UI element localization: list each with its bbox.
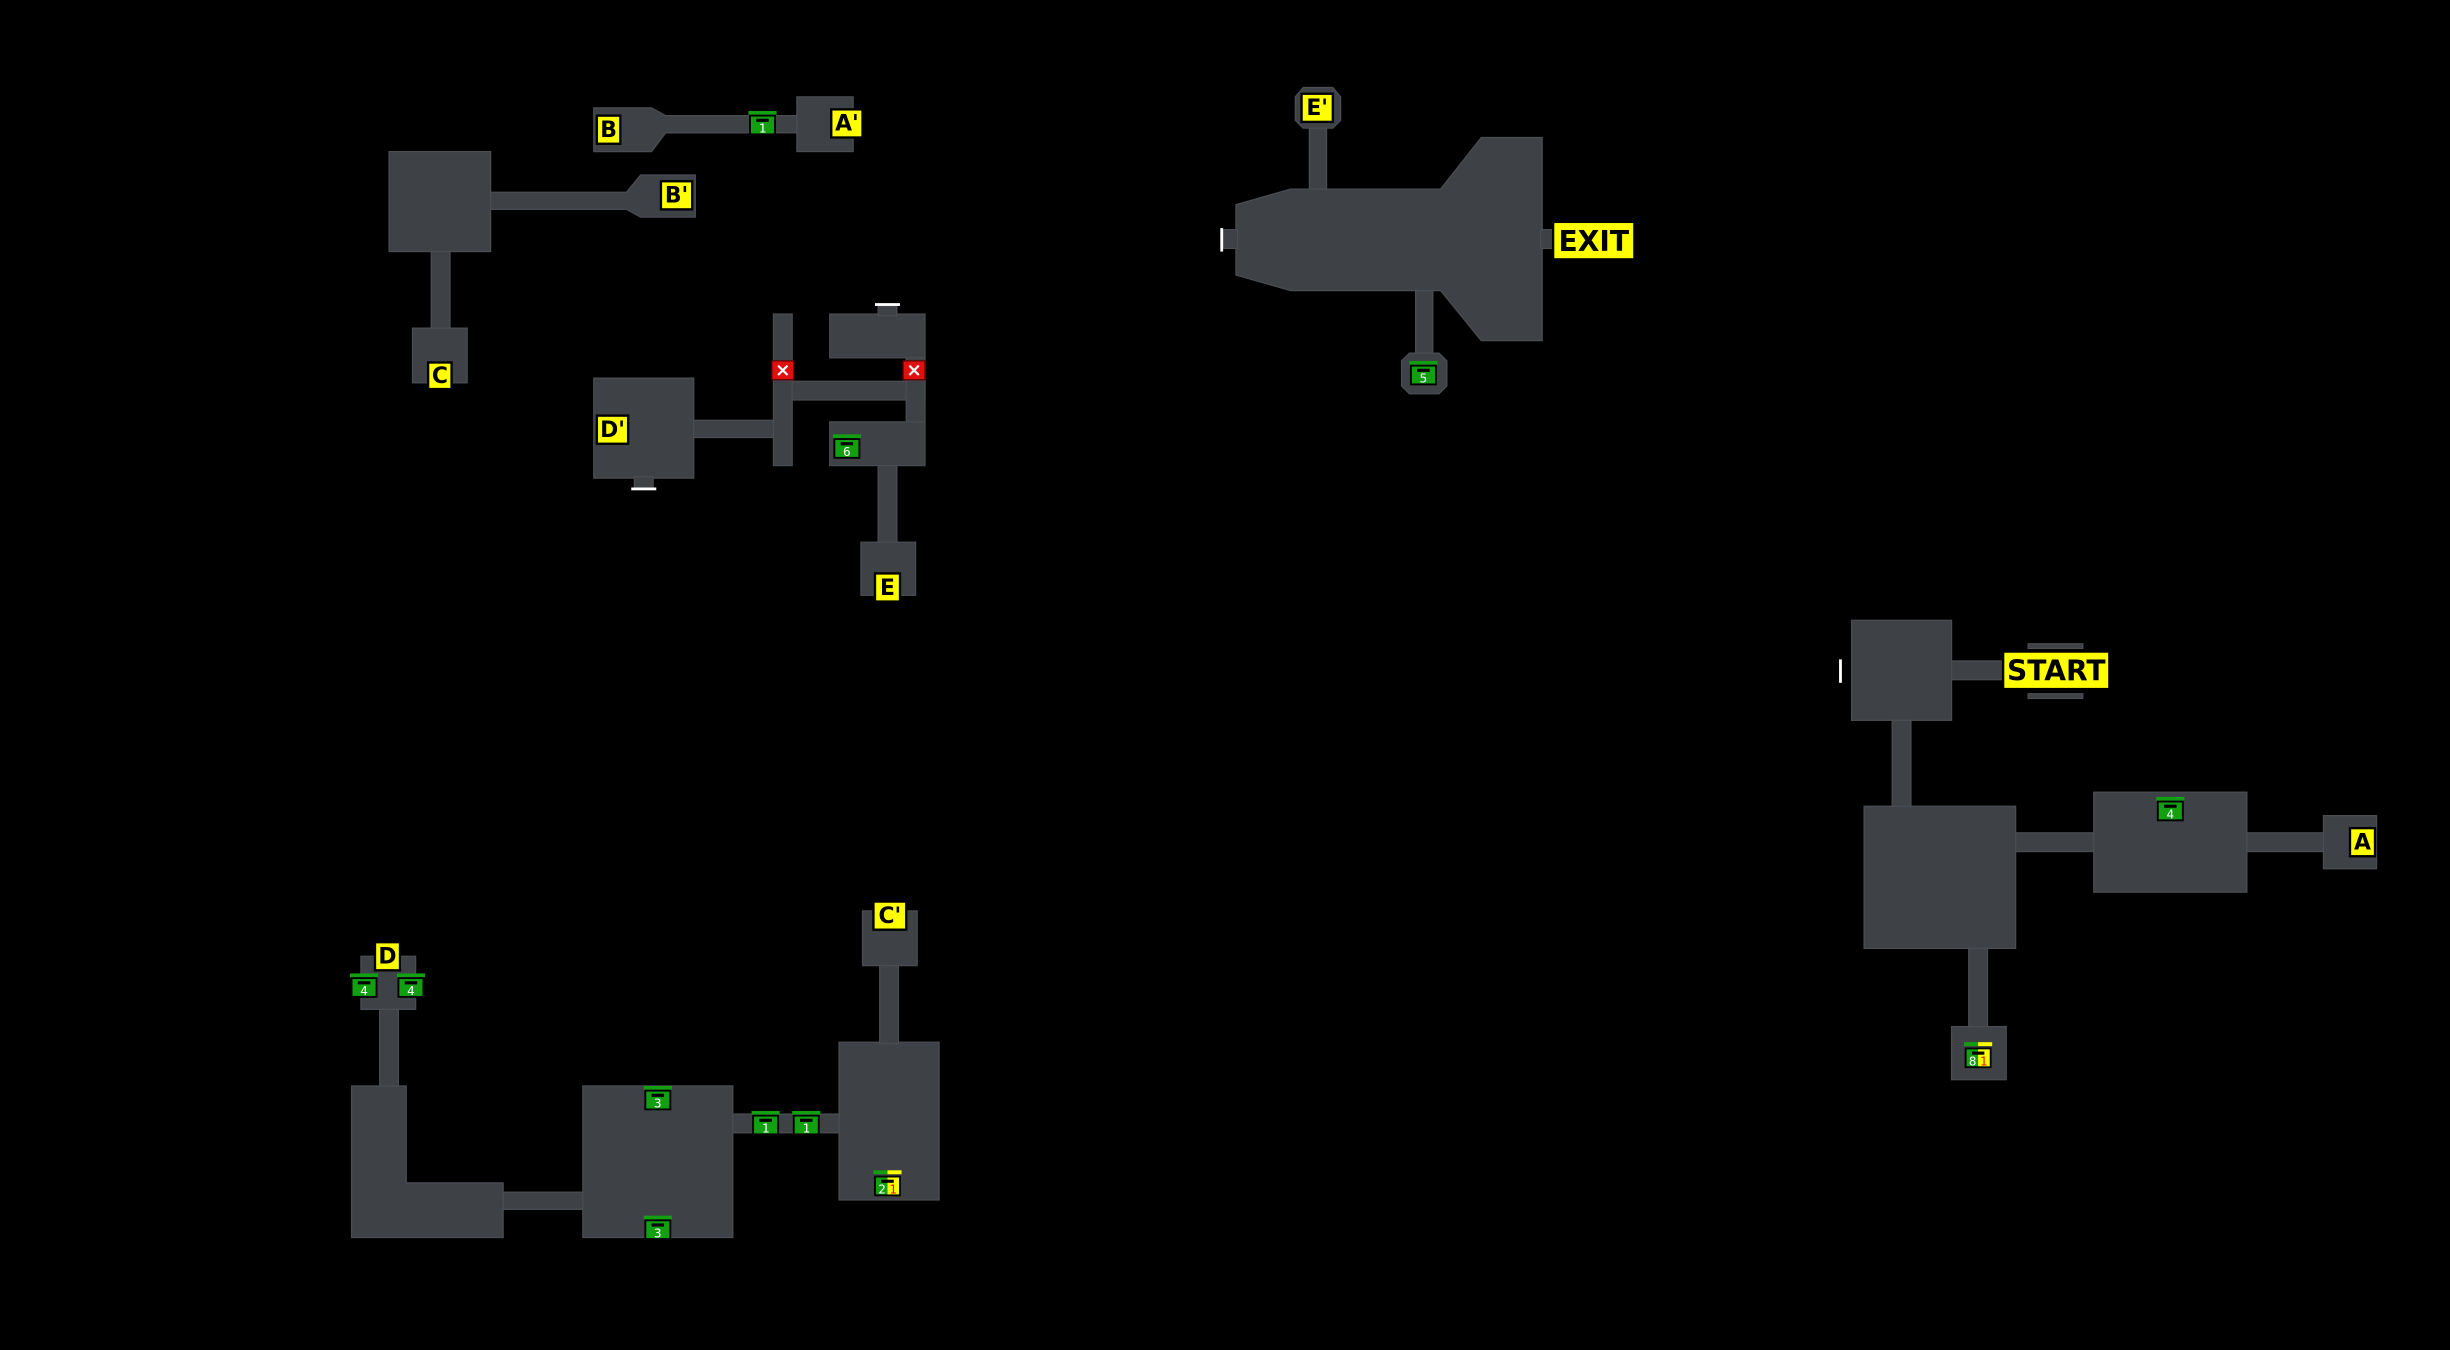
svg-text:1: 1 [802, 1121, 810, 1136]
exit-hall-west-stub [1222, 229, 1239, 250]
room-central-east [1863, 805, 2017, 950]
svg-text:6: 6 [843, 444, 851, 459]
corridor-big-east [732, 1113, 842, 1134]
room-start [1850, 619, 1953, 721]
warp-label-a-prime: A' [830, 108, 864, 139]
svg-text:A': A' [835, 112, 859, 137]
svg-text:C': C' [878, 904, 901, 929]
svg-text:B': B' [665, 184, 688, 209]
treasure-chest-icon[interactable]: 5 [1409, 360, 1438, 386]
treasure-chest-icon[interactable]: 6 [832, 434, 861, 459]
room-l-shape [350, 1085, 504, 1239]
svg-text:5: 5 [1420, 371, 1428, 386]
corridor-east-2 [2246, 832, 2326, 853]
corridor-to-c [430, 250, 451, 331]
corridor-to-e [877, 465, 898, 545]
warp-label-b-prime: B' [659, 180, 694, 211]
warp-label-d: D [373, 941, 402, 972]
treasure-chest-split-icon[interactable]: 8 1 [1964, 1042, 1993, 1068]
floor-top-left [388, 96, 926, 596]
treasure-chest-icon[interactable]: 4 [2156, 796, 2185, 822]
svg-text:4: 4 [2167, 807, 2175, 822]
corridor-d-prime [633, 475, 654, 490]
corridor-south-east [1968, 947, 1989, 1029]
svg-text:A: A [2354, 830, 2371, 855]
start-decor-top [2027, 643, 2084, 650]
svg-text:1: 1 [762, 1121, 770, 1136]
warp-label-e-prime: E' [1300, 92, 1334, 124]
corridor-e-prime [1308, 127, 1328, 192]
svg-text:3: 3 [654, 1096, 662, 1111]
svg-text:EXIT: EXIT [1558, 225, 1629, 258]
treasure-chest-split-icon[interactable]: 2 1 [873, 1170, 902, 1197]
exit-label: EXIT [1551, 220, 1636, 261]
svg-text:4: 4 [407, 983, 415, 998]
corridor-exit-south [1415, 290, 1434, 357]
room-northwest [388, 150, 492, 253]
stairs-marker[interactable] [1220, 228, 1224, 252]
corridor-l-big [502, 1191, 585, 1210]
stairs-marker[interactable] [875, 303, 900, 306]
treasure-chest-icon[interactable]: 1 [748, 110, 777, 136]
svg-text:8: 8 [1969, 1053, 1977, 1068]
treasure-chest-icon[interactable]: 3 [643, 1085, 672, 1111]
svg-text:START: START [2007, 655, 2106, 688]
corridor-vertical-west [772, 313, 793, 467]
start-label: START [2001, 650, 2111, 691]
warp-label-e: E [873, 572, 902, 603]
room-b-prime [490, 174, 696, 218]
treasure-chest-icon[interactable]: 1 [792, 1110, 821, 1136]
corridor-start-east [1950, 660, 2006, 681]
warp-label-b: B [595, 114, 622, 145]
locked-door[interactable] [902, 360, 926, 381]
exit-hall [1235, 136, 1543, 342]
svg-text:3: 3 [654, 1225, 662, 1240]
svg-text:E: E [880, 576, 895, 601]
corridor-start-south [1891, 719, 1912, 809]
treasure-chest-icon[interactable]: 3 [643, 1215, 672, 1241]
svg-text:2: 2 [878, 1182, 886, 1197]
treasure-chest-icon[interactable]: 4 [396, 973, 425, 998]
start-decor-bottom [2027, 693, 2084, 700]
corridor-east-1 [2015, 832, 2096, 853]
corridor-c-prime [879, 963, 900, 1045]
warp-label-a: A [2348, 826, 2377, 858]
treasure-chest-icon[interactable]: 1 [751, 1110, 780, 1136]
svg-text:1: 1 [759, 121, 767, 136]
corridor-d-prime-east [693, 419, 776, 439]
corridor-cross [791, 380, 926, 401]
corridor-d [379, 1008, 400, 1089]
room-upper-right [829, 313, 926, 359]
corridor-upper-nub [877, 305, 898, 317]
svg-text:E': E' [1306, 96, 1328, 121]
svg-text:D': D' [600, 418, 625, 443]
svg-text:C: C [432, 364, 448, 389]
svg-text:4: 4 [360, 983, 368, 998]
warp-label-c: C [426, 361, 453, 391]
svg-text:D: D [378, 945, 396, 970]
stairs-marker[interactable] [631, 487, 657, 491]
warp-label-c-prime: C' [872, 900, 908, 931]
warp-label-d-prime: D' [595, 414, 630, 445]
svg-text:1: 1 [889, 1182, 897, 1197]
svg-text:1: 1 [1980, 1053, 1988, 1068]
stairs-marker[interactable] [1839, 659, 1842, 683]
locked-door[interactable] [771, 360, 795, 381]
svg-text:B: B [600, 118, 617, 143]
treasure-chest-icon[interactable]: 4 [350, 973, 379, 998]
